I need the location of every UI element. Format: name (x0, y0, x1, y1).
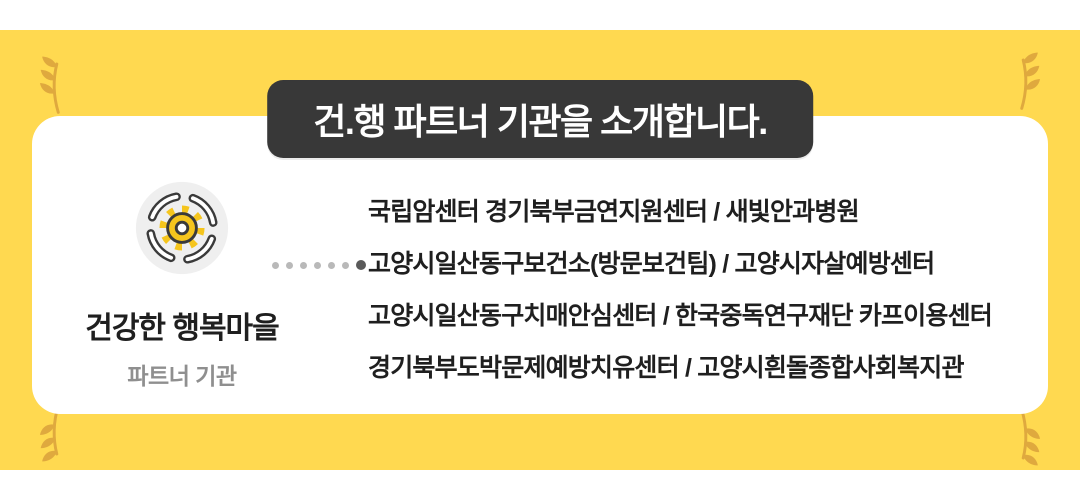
partner-list-item: 국립암센터 경기북부금연지원센터 / 새빛안과병원 (368, 198, 860, 226)
dotted-connector (272, 260, 366, 270)
page-title: 건.행 파트너 기관을 소개합니다. (313, 101, 768, 142)
wheat-ornament-icon (39, 56, 60, 114)
partner-list-item: 고양시일산동구치매안심센터 / 한국중독연구재단 카프이용센터 (368, 302, 993, 330)
wheat-ornament-icon (1020, 52, 1041, 110)
title-banner: 건.행 파트너 기관을 소개합니다. (267, 80, 813, 158)
partner-list-item: 고양시일산동구보건소(방문보건팀) / 고양시자살예방센터 (368, 250, 935, 278)
hands-around-gear-icon (135, 181, 229, 275)
partner-name: 건강한 행복마을 (85, 312, 280, 345)
partner-subtitle: 파트너 기관 (127, 363, 237, 389)
partner-list: 국립암센터 경기북부금연지원센터 / 새빛안과병원 고양시일산동구보건소(방문보… (368, 186, 1028, 394)
partner-list-item: 경기북부도박문제예방치유센터 / 고양시흰돌종합사회복지관 (368, 354, 964, 382)
partner-identity: 건강한 행복마을 파트너 기관 (58, 180, 306, 391)
